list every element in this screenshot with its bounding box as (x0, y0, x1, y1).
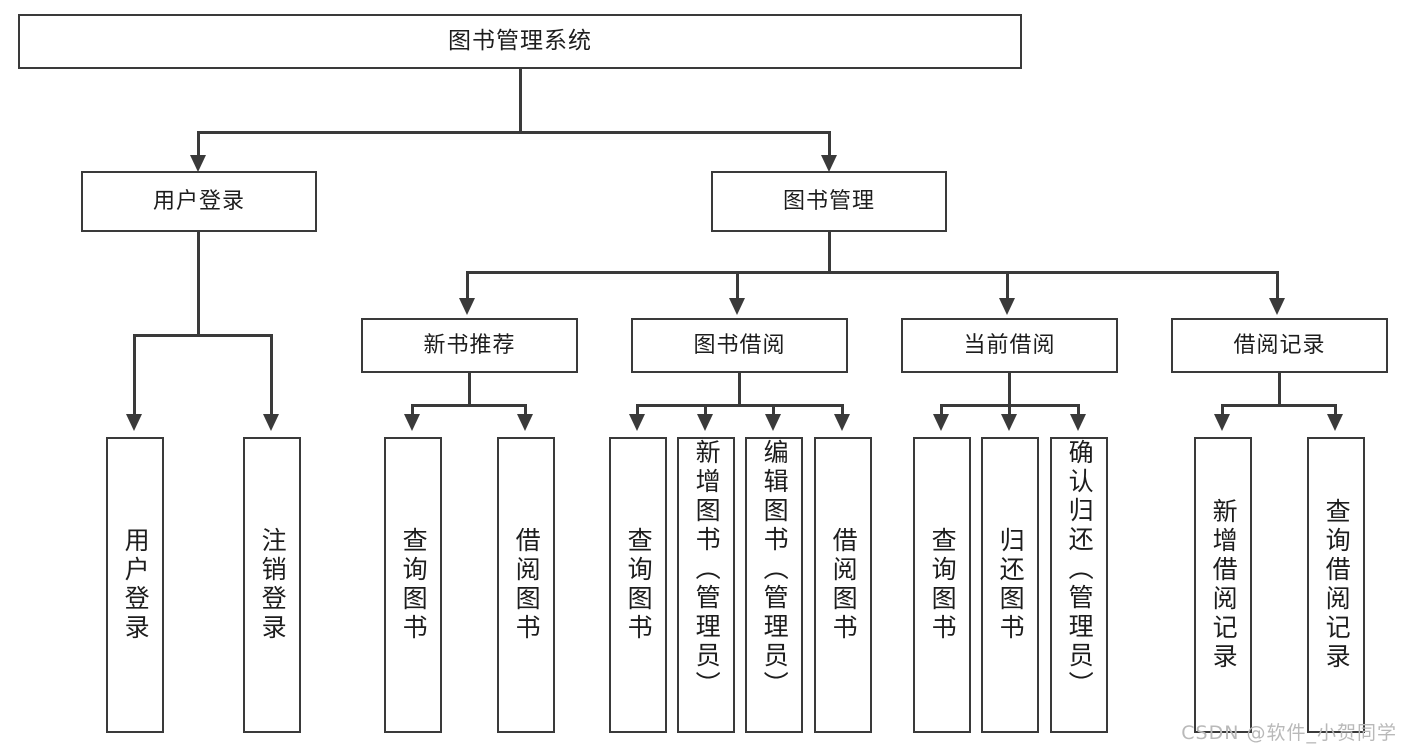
node-label: 查询图书 (624, 527, 654, 643)
connector-to-new-book-recommend (466, 271, 469, 301)
arrowhead-book-borrow-leaf-4 (834, 414, 850, 431)
leaf-current-borrow-query-book[interactable]: 查询图书 (913, 437, 971, 733)
arrowhead-book-borrow-leaf-3 (765, 414, 781, 431)
connector-book-borrow-leaf-2 (704, 404, 707, 418)
node-label: 注销登录 (258, 527, 288, 643)
node-borrow-record[interactable]: 借阅记录 (1171, 318, 1388, 373)
node-label: 确认归还（管理员） (1065, 439, 1095, 700)
arrowhead-to-user-login (190, 155, 206, 172)
node-label: 查询图书 (399, 527, 429, 643)
node-label: 当前借阅 (963, 332, 1056, 358)
node-book-management[interactable]: 图书管理 (711, 171, 947, 232)
node-label: 图书管理 (782, 188, 875, 214)
arrowhead-borrow-record-leaf-1 (1214, 414, 1230, 431)
leaf-borrow-record-query-record[interactable]: 查询借阅记录 (1307, 437, 1365, 733)
connector-new-book-leaf-1 (411, 404, 414, 418)
connector-user-login-stem (197, 232, 200, 336)
connector-to-current-borrow (1006, 271, 1009, 301)
node-root-book-management-system[interactable]: 图书管理系统 (18, 14, 1022, 69)
arrowhead-current-borrow-leaf-1 (933, 414, 949, 431)
connector-to-borrow-record (1276, 271, 1279, 301)
node-label: 图书借阅 (693, 332, 786, 358)
arrowhead-to-book-borrow (729, 298, 745, 315)
node-label: 归还图书 (996, 527, 1026, 643)
arrowhead-to-book-management (821, 155, 837, 172)
node-label: 查询借阅记录 (1322, 498, 1352, 672)
connector-book-borrow-bus (636, 404, 844, 407)
leaf-user-login-logout[interactable]: 注销登录 (243, 437, 301, 733)
connector-book-borrow-leaf-3 (772, 404, 775, 418)
connector-borrow-record-stem (1278, 373, 1281, 406)
leaf-book-borrow-edit-book-admin[interactable]: 编辑图书（管理员） (745, 437, 803, 733)
node-label: 新增图书（管理员） (692, 439, 722, 700)
leaf-current-borrow-confirm-return-admin[interactable]: 确认归还（管理员） (1050, 437, 1108, 733)
arrowhead-to-current-borrow (999, 298, 1015, 315)
connector-borrow-record-bus (1221, 404, 1337, 407)
node-label: 新书推荐 (423, 332, 516, 358)
connector-book-management-stem (828, 232, 831, 273)
node-user-login[interactable]: 用户登录 (81, 171, 317, 232)
node-label: 查询图书 (928, 527, 958, 643)
arrowhead-to-borrow-record (1269, 298, 1285, 315)
arrowhead-book-borrow-leaf-1 (629, 414, 645, 431)
node-book-borrow[interactable]: 图书借阅 (631, 318, 848, 373)
connector-user-login-leaf-1 (133, 334, 136, 418)
connector-book-borrow-leaf-4 (841, 404, 844, 418)
arrowhead-new-book-leaf-1 (404, 414, 420, 431)
node-current-borrow[interactable]: 当前借阅 (901, 318, 1118, 373)
arrowhead-borrow-record-leaf-2 (1327, 414, 1343, 431)
leaf-user-login-login[interactable]: 用户登录 (106, 437, 164, 733)
node-label: 借阅记录 (1233, 332, 1326, 358)
leaf-new-book-query-book[interactable]: 查询图书 (384, 437, 442, 733)
arrowhead-book-borrow-leaf-2 (697, 414, 713, 431)
connector-to-user-login (197, 131, 200, 159)
arrowhead-new-book-leaf-2 (517, 414, 533, 431)
node-label: 用户登录 (152, 188, 245, 214)
watermark-text: CSDN @软件_小贺同学 (1181, 722, 1397, 744)
arrowhead-current-borrow-leaf-2 (1001, 414, 1017, 431)
connector-book-management-bus (466, 271, 1278, 274)
leaf-book-borrow-query-book[interactable]: 查询图书 (609, 437, 667, 733)
connector-current-borrow-stem (1008, 373, 1011, 406)
connector-book-borrow-stem (738, 373, 741, 406)
node-label: 图书管理系统 (448, 28, 592, 55)
connector-new-book-bus (411, 404, 527, 407)
connector-current-borrow-leaf-1 (940, 404, 943, 418)
connector-new-book-leaf-2 (524, 404, 527, 418)
connector-current-borrow-leaf-2 (1008, 404, 1011, 418)
connector-root-bus (197, 131, 831, 134)
arrowhead-user-login-leaf-1 (126, 414, 142, 431)
connector-borrow-record-leaf-2 (1334, 404, 1337, 418)
connector-user-login-leaf-2 (270, 334, 273, 418)
leaf-current-borrow-return-book[interactable]: 归还图书 (981, 437, 1039, 733)
leaf-borrow-record-add-record[interactable]: 新增借阅记录 (1194, 437, 1252, 733)
node-new-book-recommend[interactable]: 新书推荐 (361, 318, 578, 373)
connector-new-book-stem (468, 373, 471, 406)
connector-current-borrow-leaf-3 (1077, 404, 1080, 418)
node-label: 用户登录 (121, 527, 151, 643)
leaf-new-book-borrow-book[interactable]: 借阅图书 (497, 437, 555, 733)
connector-user-login-bus (133, 334, 273, 337)
leaf-book-borrow-borrow-book[interactable]: 借阅图书 (814, 437, 872, 733)
node-label: 新增借阅记录 (1209, 498, 1239, 672)
node-label: 借阅图书 (512, 527, 542, 643)
leaf-book-borrow-add-book-admin[interactable]: 新增图书（管理员） (677, 437, 735, 733)
connector-book-borrow-leaf-1 (636, 404, 639, 418)
node-label: 借阅图书 (829, 527, 859, 643)
arrowhead-user-login-leaf-2 (263, 414, 279, 431)
connector-root-stem (519, 69, 522, 133)
arrowhead-to-new-book-recommend (459, 298, 475, 315)
node-label: 编辑图书（管理员） (760, 439, 790, 700)
connector-to-book-borrow (736, 271, 739, 301)
connector-to-book-management (828, 131, 831, 159)
arrowhead-current-borrow-leaf-3 (1070, 414, 1086, 431)
connector-borrow-record-leaf-1 (1221, 404, 1224, 418)
